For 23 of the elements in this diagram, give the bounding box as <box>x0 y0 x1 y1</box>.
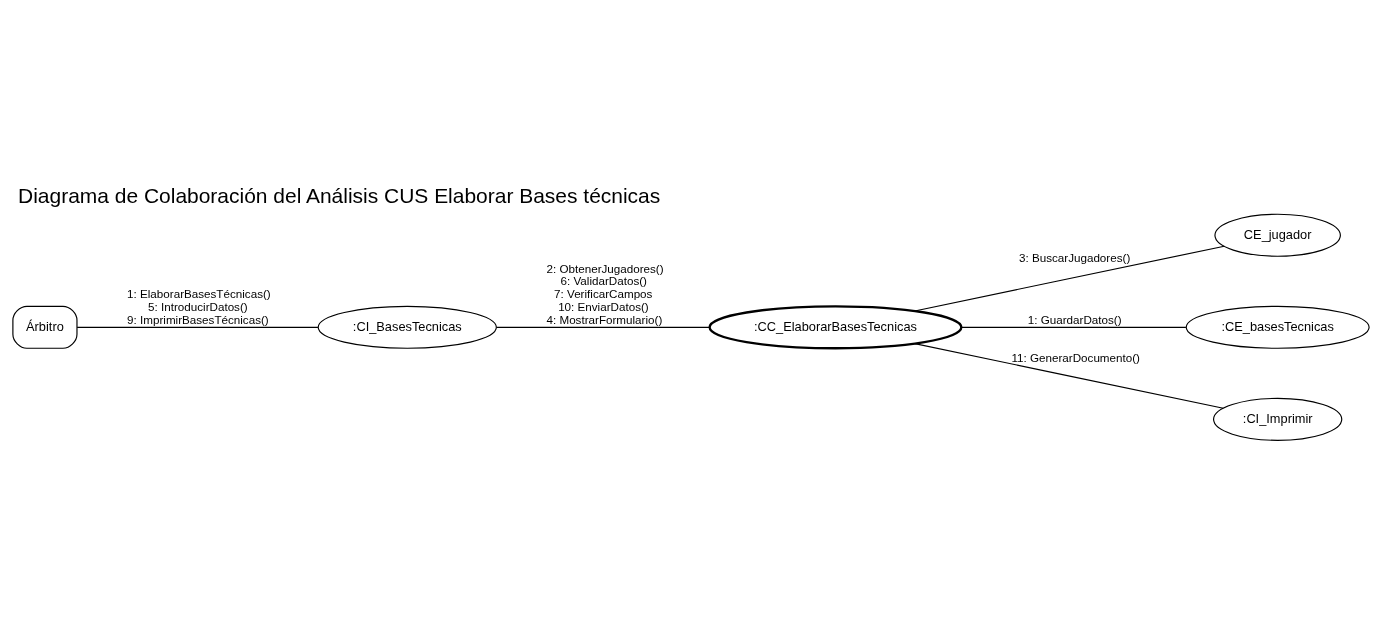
node-box: Árbitro <box>12 305 78 349</box>
connector <box>496 326 711 328</box>
label: 9: ImprimirBasesTécnicas() <box>127 312 269 326</box>
label: 3: BuscarJugadores() <box>1019 251 1131 265</box>
label: 2: ObtenerJugadores() <box>546 261 664 275</box>
node-ellipse: :CE_basesTecnicas <box>1185 305 1370 349</box>
connector <box>914 343 1224 409</box>
label: 10: EnviarDatos() <box>558 300 649 313</box>
label: 1: ElaborarBasesTécnicas() <box>127 287 271 301</box>
node-ellipse: :CI_BasesTecnicas <box>317 305 497 349</box>
connector <box>914 245 1225 312</box>
label: 5: IntroducirDatos() <box>148 300 248 313</box>
label: 4: MostrarFormulario() <box>546 312 663 326</box>
diagram-title: Diagrama de Colaboración del Análisis CUS Elaborar Bases técnicas <box>18 184 661 208</box>
connector <box>960 326 1187 328</box>
label: 6: ValidarDatos() <box>560 274 647 288</box>
node-ellipse: CE_jugador <box>1214 213 1341 257</box>
node-ellipse: :CI_Imprimir <box>1213 397 1343 441</box>
label: 11: GenerarDocumento() <box>1011 351 1140 365</box>
connector <box>76 326 319 328</box>
node-ellipse: :CC_ElaborarBasesTecnicas <box>708 305 963 350</box>
label: 1: GuardarDatos() <box>1027 312 1122 326</box>
label: 7: VerificarCampos <box>554 287 653 301</box>
